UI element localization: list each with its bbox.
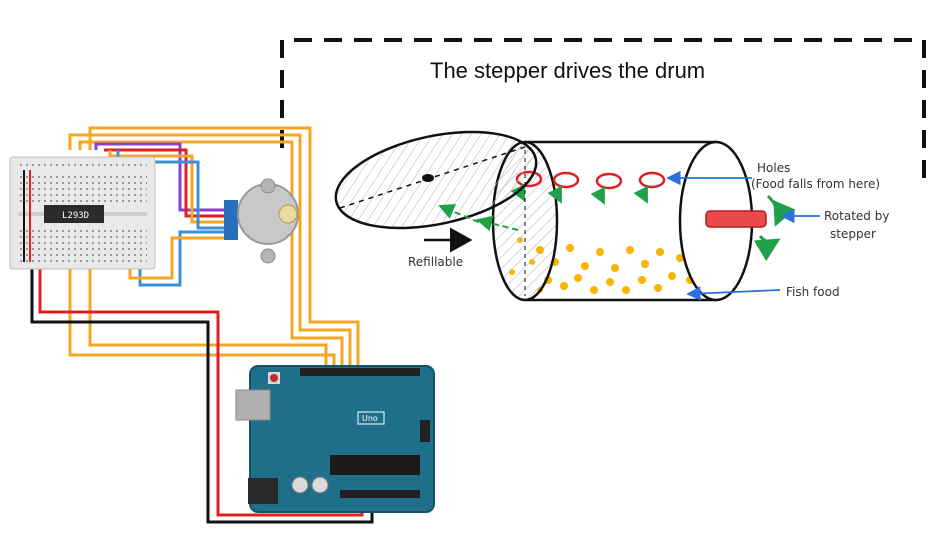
stepper-motor (224, 178, 299, 264)
dashed-frame (280, 38, 926, 180)
holes-label: Holes (757, 161, 790, 175)
refill-lid (334, 130, 538, 296)
holes-note-label: (Food falls from here) (751, 177, 880, 191)
l293d-chip (44, 205, 104, 223)
wires (30, 126, 374, 524)
chip-label: L293D (62, 211, 89, 221)
stepper-label: stepper (830, 227, 876, 241)
breadboard: L293D (9, 156, 156, 270)
annotation-pointers (666, 170, 820, 301)
arduino-uno-board: Uno (235, 365, 435, 513)
board-label: Uno (362, 414, 378, 423)
refillable-label: Refillable (408, 255, 463, 269)
fish-food-label: Fish food (786, 285, 840, 299)
diagram-title: The stepper drives the drum (430, 58, 705, 83)
rotated-by-label: Rotated by (824, 209, 889, 223)
